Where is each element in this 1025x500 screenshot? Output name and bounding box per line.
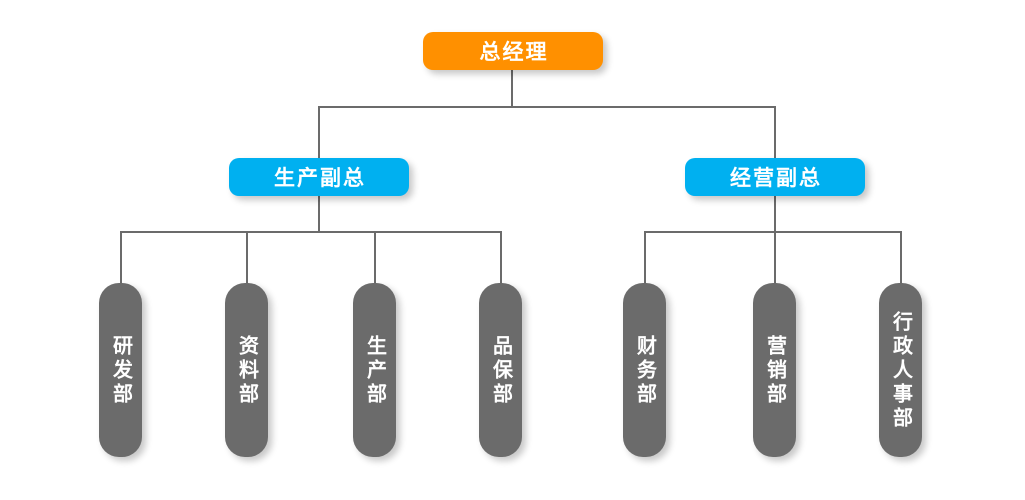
node-label-general-manager: 总经理: [479, 41, 549, 64]
node-label-quality-dept: 品保部: [489, 335, 512, 407]
node-admin-hr-dept[interactable]: 行政人事部: [879, 283, 922, 457]
node-general-manager[interactable]: 总经理: [423, 32, 603, 70]
connector-drop-finance: [644, 231, 646, 283]
connector-right-branch-bar: [644, 231, 902, 233]
node-production-vp[interactable]: 生产副总: [229, 158, 409, 196]
node-label-finance-dept: 财务部: [633, 335, 656, 407]
connector-drop-admin-hr: [900, 231, 902, 283]
node-label-marketing-dept: 营销部: [763, 335, 786, 407]
node-quality-dept[interactable]: 品保部: [479, 283, 522, 457]
node-marketing-dept[interactable]: 营销部: [753, 283, 796, 457]
node-rnd-dept[interactable]: 研发部: [99, 283, 142, 457]
node-label-operations-vp: 经营副总: [730, 167, 822, 190]
node-finance-dept[interactable]: 财务部: [623, 283, 666, 457]
node-operations-vp[interactable]: 经营副总: [685, 158, 865, 196]
node-production-dept[interactable]: 生产部: [353, 283, 396, 457]
connector-operations-vp-stem: [774, 196, 776, 232]
node-label-rnd-dept: 研发部: [109, 335, 132, 407]
node-label-documents-dept: 资料部: [235, 335, 258, 407]
node-label-production-dept: 生产部: [363, 335, 386, 407]
connector-left-branch-bar: [120, 231, 501, 233]
connector-drop-marketing: [774, 231, 776, 283]
node-label-admin-hr-dept: 行政人事部: [889, 311, 912, 431]
connector-drop-production: [374, 231, 376, 283]
node-label-production-vp: 生产副总: [274, 167, 366, 190]
connector-root-stem: [511, 70, 513, 107]
connector-production-vp-stem: [318, 196, 320, 232]
connector-level2-bar: [318, 106, 776, 108]
connector-drop-rnd: [120, 231, 122, 283]
connector-drop-quality: [500, 231, 502, 283]
connector-drop-documents: [246, 231, 248, 283]
connector-drop-production-vp: [318, 106, 320, 158]
connector-drop-operations-vp: [774, 106, 776, 158]
node-documents-dept[interactable]: 资料部: [225, 283, 268, 457]
